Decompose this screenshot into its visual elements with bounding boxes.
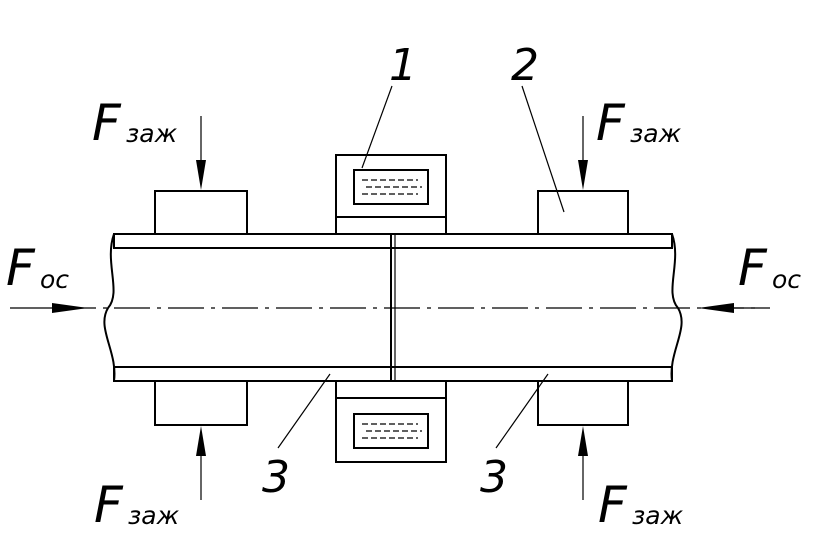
- label-part-2: 2: [511, 40, 539, 91]
- heater-bottom: [335, 380, 447, 463]
- clamp-top-left: [154, 190, 248, 235]
- leader-3-right: [495, 373, 549, 449]
- leader-2: [521, 85, 565, 213]
- label-clamp-force-top-left-sub: заж: [126, 119, 178, 148]
- axial-arrow-left: [10, 303, 88, 313]
- leader-1: [361, 85, 393, 169]
- leader-3-left: [277, 373, 331, 449]
- axial-arrow-right: [698, 303, 770, 313]
- clamp-bottom-left: [154, 380, 248, 426]
- label-clamp-force-bottom-left-sub: заж: [128, 501, 180, 530]
- clamp-arrow-bottom-right: [578, 426, 588, 500]
- label-clamp-force-top-right-sub: заж: [630, 119, 682, 148]
- clamp-arrow-bottom-left: [196, 426, 206, 500]
- heater-top-insert: [353, 169, 429, 205]
- label-part-3-right: 3: [480, 452, 508, 503]
- clamp-bottom-right: [537, 380, 629, 426]
- heater-bottom-body: [335, 397, 447, 463]
- label-part-1: 1: [389, 40, 417, 91]
- label-clamp-force-bottom-right-sub: заж: [632, 501, 684, 530]
- heater-top: [335, 154, 447, 235]
- label-clamp-force-bottom-right-main: F: [598, 476, 628, 534]
- label-axial-force-left-sub: ос: [40, 265, 69, 294]
- heater-bottom-insert: [353, 413, 429, 449]
- clamp-arrow-top-left: [196, 116, 206, 190]
- clamp-top-right: [537, 190, 629, 235]
- label-clamp-force-bottom-left-main: F: [94, 476, 124, 534]
- clamp-arrow-top-right: [578, 116, 588, 190]
- label-axial-force-right-main: F: [738, 239, 768, 297]
- label-clamp-force-top-left-main: F: [92, 94, 122, 152]
- pipe-break-left: [103, 233, 116, 382]
- label-part-3-left: 3: [262, 452, 290, 503]
- heater-top-contact: [335, 216, 447, 235]
- pipe-wall-bottom: [113, 366, 673, 382]
- label-axial-force-left-main: F: [6, 239, 36, 297]
- pipe-wall-top: [113, 233, 673, 249]
- heater-top-body: [335, 154, 447, 218]
- label-axial-force-right-sub: ос: [772, 265, 801, 294]
- heater-bottom-contact: [335, 380, 447, 399]
- label-clamp-force-top-right-main: F: [596, 94, 626, 152]
